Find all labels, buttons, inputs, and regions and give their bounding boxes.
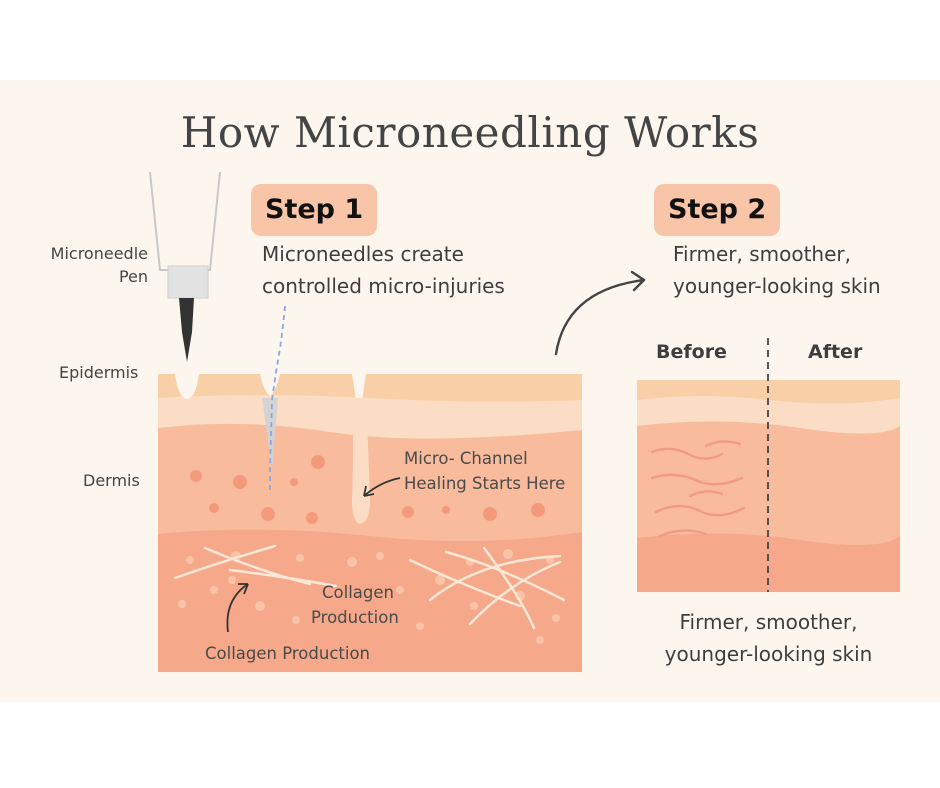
collagen-label-line1: Collagen bbox=[322, 583, 394, 602]
collagen-fibers bbox=[173, 544, 566, 630]
micro-channel-arrow-icon bbox=[363, 477, 401, 497]
skin-cross-section bbox=[158, 374, 582, 672]
before-label: Before bbox=[656, 341, 727, 363]
step-1-badge: Step 1 bbox=[251, 184, 378, 236]
caption-line1: Firmer, smoother, bbox=[679, 610, 858, 634]
pen-label-line1: Microneedle bbox=[50, 244, 148, 263]
micro-channel-label-line1: Micro- Channel bbox=[404, 449, 528, 468]
collagen-dots bbox=[178, 549, 560, 644]
dermis-dots bbox=[190, 455, 545, 524]
page-title: How Microneedling Works bbox=[180, 108, 760, 157]
progress-arrow-icon bbox=[554, 270, 646, 356]
pen-label-line2: Pen bbox=[118, 267, 148, 286]
needle-puncture bbox=[262, 398, 278, 470]
caption-line2: younger-looking skin bbox=[664, 642, 873, 666]
needle-path bbox=[269, 305, 286, 492]
microneedle-pen-icon bbox=[149, 171, 221, 362]
step-1-line2: controlled micro-injuries bbox=[262, 274, 505, 298]
collagen-bottom-label: Collagen Production bbox=[205, 644, 371, 663]
micro-channel-label-line2: Healing Starts Here bbox=[404, 474, 566, 493]
step-2-line1: Firmer, smoother, bbox=[673, 242, 851, 266]
step-2-badge: Step 2 bbox=[654, 184, 781, 236]
wrinkle-lines bbox=[650, 440, 746, 538]
epidermis-label: Epidermis bbox=[59, 363, 139, 382]
step-2-line2: younger-looking skin bbox=[673, 274, 881, 298]
after-label: After bbox=[808, 341, 863, 363]
step-1-line1: Microneedles create bbox=[262, 242, 464, 266]
collagen-label-line2: Production bbox=[311, 608, 399, 627]
dermis-label: Dermis bbox=[83, 471, 140, 490]
collagen-arrow-icon bbox=[226, 583, 249, 633]
